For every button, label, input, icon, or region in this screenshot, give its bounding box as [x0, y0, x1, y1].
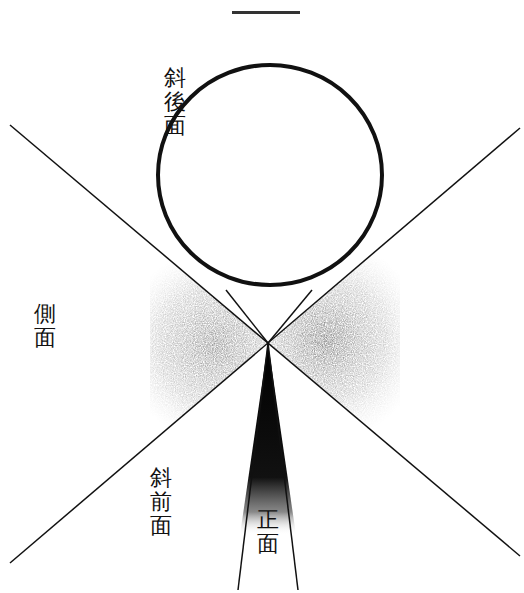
view-label: 斜後面	[164, 66, 186, 139]
neck-line	[268, 290, 312, 343]
view-label: 斜前面	[150, 466, 172, 539]
neck-line	[226, 290, 268, 343]
top-mark	[232, 11, 300, 14]
head-circle	[158, 65, 382, 285]
view-label: 側面	[34, 302, 56, 350]
view-label: 正面	[257, 508, 279, 556]
